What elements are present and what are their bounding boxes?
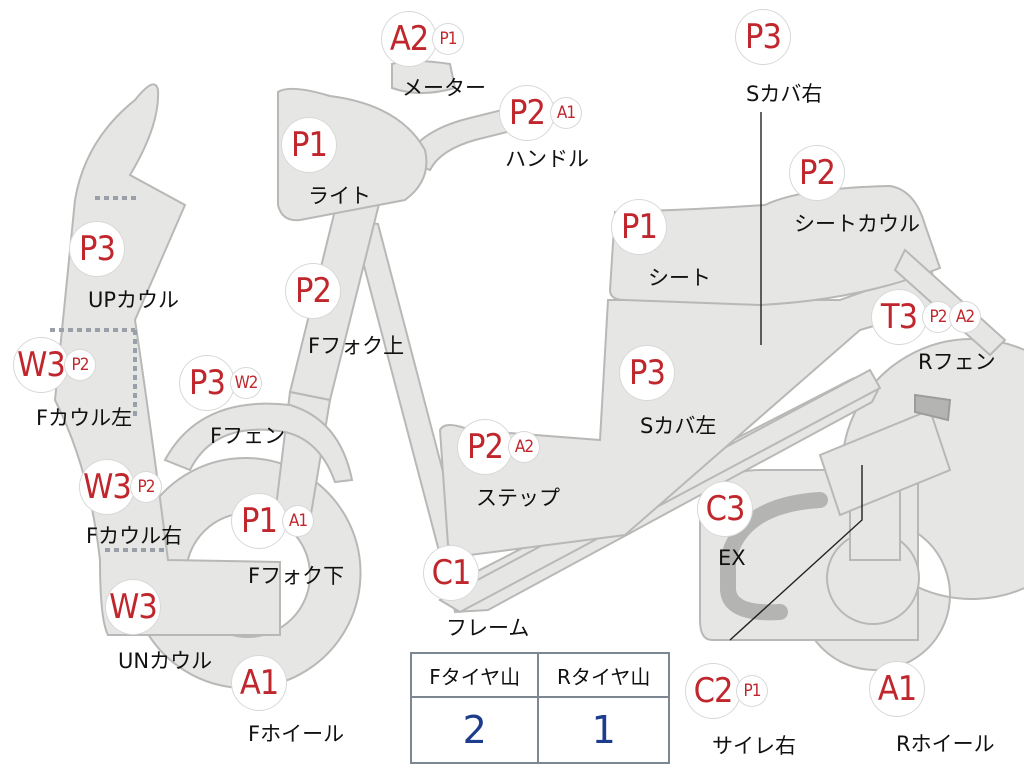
part-label-step: ステップ [476,486,560,510]
sub-grade-badge: P2 [923,302,953,332]
part-label-s-cover-left: Sカバ左 [640,414,717,438]
grade-badge: P2 [458,420,512,474]
marker-f-wheel: A1 [232,656,286,710]
grade-badge: W3 [106,580,160,634]
marker-light: P1 [282,118,336,172]
muffler-shape [818,408,952,517]
marker-s-cover-left: P3 [620,346,674,400]
seat-shape [608,184,942,307]
marker-seat-cowl: P2 [790,146,844,200]
part-label-up-cowl: UPカウル [88,288,180,312]
sub-grade-badge: P2 [65,350,95,380]
rear-arm-shape [914,393,952,422]
part-label-light: ライト [308,184,371,208]
sub-grade-badge: A1 [551,98,581,128]
part-label-frame: フレーム [446,616,530,640]
grade-badge: P2 [790,146,844,200]
grade-badge: P1 [612,200,666,254]
marker-un-cowl: W3 [106,580,160,634]
grade-badge: C1 [424,546,478,600]
grade-badge: W3 [80,460,134,514]
grade-badge: P1 [282,118,336,172]
marker-seat: P1 [612,200,666,254]
sub-grade-badge: A1 [283,506,313,536]
grade-badge: T3 [872,290,926,344]
grade-badge: A1 [870,662,924,716]
grade-badge: A2 [382,12,436,66]
part-label-exhaust: EX [718,546,746,570]
grade-badge: W3 [14,338,68,392]
part-label-r-fender: Rフェン [918,350,996,374]
front-tire-value: 2 [409,696,540,764]
grade-badge: C2 [686,664,740,718]
sub-grade-badge: A2 [509,432,539,462]
grade-badge: P1 [232,494,286,548]
part-label-r-wheel: Rホイール [896,732,995,756]
marker-ffork-upper: P2 [286,264,340,318]
grade-badge: P3 [620,346,674,400]
part-label-seat-cowl: シートカウル [794,212,920,236]
part-label-muffler-right: サイレ右 [712,734,796,758]
part-label-f-wheel: Fホイール [248,722,345,746]
part-label-ffork-upper: Fフォク上 [308,334,405,358]
front-fender-shape [163,402,354,484]
part-label-ffork-lower: Fフォク下 [248,564,345,588]
rear-tire-value: 1 [537,696,670,764]
marker-r-wheel: A1 [870,662,924,716]
sub-grade-badge: W2 [231,368,261,398]
sub-grade-badge: P1 [737,676,767,706]
marker-s-cover-right: P3 [736,10,790,64]
marker-frame: C1 [424,546,478,600]
front-tire-header: Fタイヤ山 [409,652,540,698]
grade-badge: P3 [70,222,124,276]
grade-badge: P2 [286,264,340,318]
part-label-s-cover-right: Sカバ右 [746,82,823,106]
marker-up-cowl: P3 [70,222,124,276]
grade-badge: C3 [698,482,752,536]
part-label-f-fender: Fフェン [210,424,286,448]
leader-exhaust [729,465,863,641]
part-label-f-cowl-right: Fカウル右 [86,524,183,548]
marker-exhaust: C3 [698,482,752,536]
grade-badge: P3 [736,10,790,64]
sub-grade-badge: P2 [131,472,161,502]
part-label-seat: シート [648,266,711,290]
grade-badge: P3 [180,356,234,410]
part-label-un-cowl: UNカウル [118,649,213,673]
exhaust-pipe-shape [720,492,828,621]
sub-grade-badge: P1 [433,24,463,54]
part-label-handle: ハンドル [505,147,589,171]
part-label-f-cowl-left: Fカウル左 [36,406,133,430]
grade-badge: A1 [232,656,286,710]
rear-tire-header: Rタイヤ山 [537,652,670,698]
tire-tread-table: Fタイヤ山 Rタイヤ山 2 1 [409,652,670,764]
sub-grade-badge: A2 [950,302,980,332]
grade-badge: P2 [500,86,554,140]
part-label-meter: メーター [402,76,486,100]
